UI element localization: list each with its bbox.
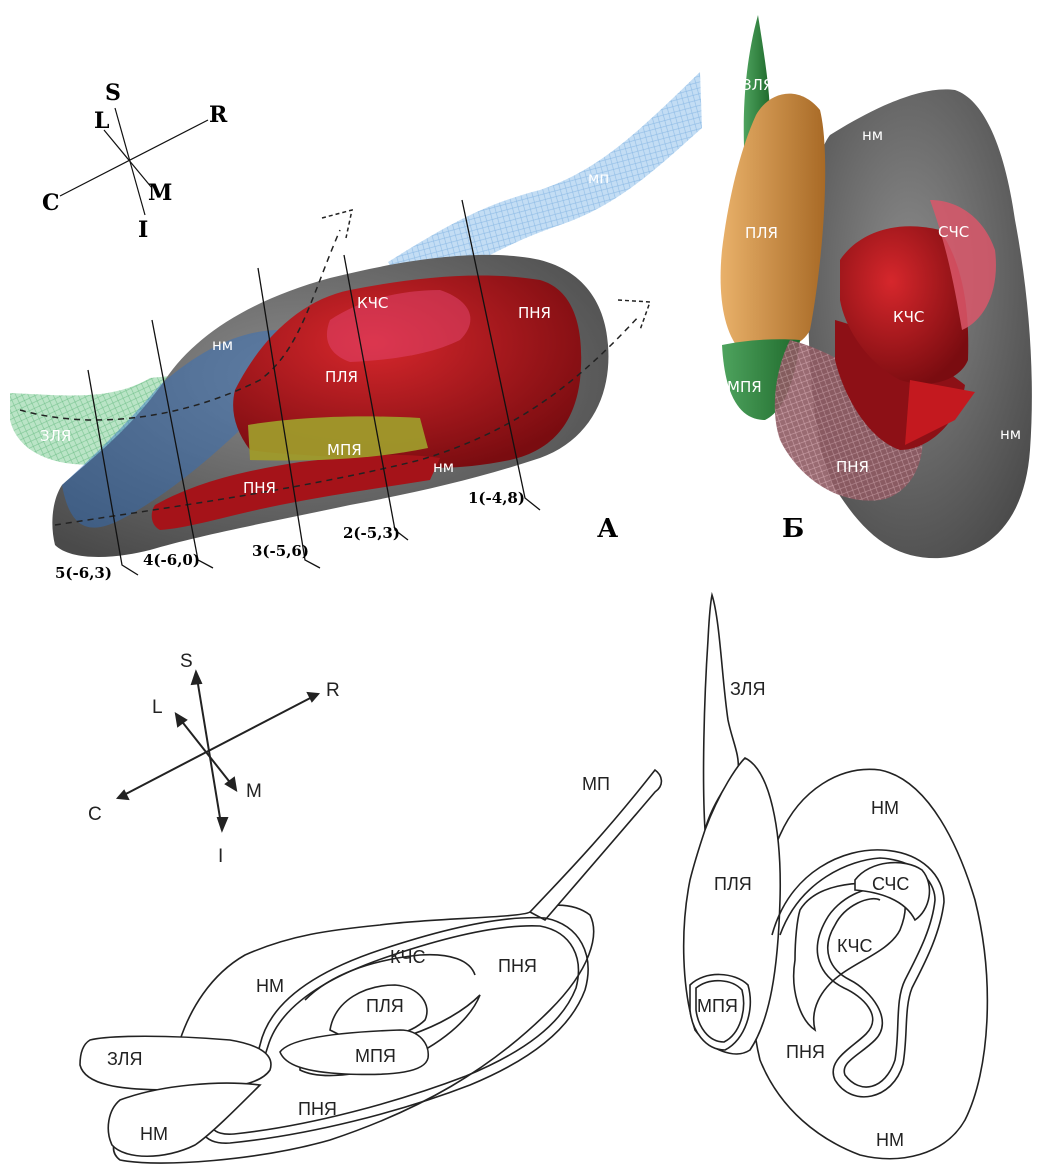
dir-s-i: I — [218, 846, 223, 867]
scheme-b: ЗЛЯ НМ ПЛЯ СЧС КЧС МПЯ ПНЯ НМ — [684, 595, 988, 1159]
section-label-4: 4(-6,0) — [143, 551, 200, 569]
scheme-b-label-nm-top: НМ — [871, 798, 899, 818]
scheme-label-mpya: МПЯ — [355, 1046, 396, 1066]
section-label-5: 5(-6,3) — [55, 564, 112, 582]
render-a: мп нм КЧС ПНЯ ПЛЯ МПЯ ПНЯ нм ЗЛЯ 1(-4,8)… — [10, 72, 702, 582]
scheme-label-nm-bottom: НМ — [140, 1124, 168, 1144]
dir-s-s: S — [180, 651, 193, 672]
panel-label-a: А — [597, 514, 618, 544]
dir-a-r: R — [209, 102, 228, 128]
dir-s-l: L — [152, 697, 163, 718]
scheme-b-label-pnya: ПНЯ — [786, 1042, 825, 1062]
scheme-label-zlya: ЗЛЯ — [107, 1049, 142, 1069]
dir-a-c: C — [42, 190, 60, 216]
label-b-pnya: ПНЯ — [836, 458, 869, 476]
label-zlya: ЗЛЯ — [40, 427, 71, 445]
dir-s-c: C — [88, 804, 102, 825]
label-kchs: КЧС — [357, 294, 388, 312]
scheme-label-pnya-bottom: ПНЯ — [298, 1099, 337, 1119]
scheme-label-plya: ПЛЯ — [366, 996, 404, 1016]
label-pnya-top: ПНЯ — [518, 304, 551, 322]
label-pnya-bottom: ПНЯ — [243, 479, 276, 497]
arrow-head-1 — [322, 210, 352, 238]
section-label-3: 3(-5,6) — [252, 542, 309, 560]
section-label-1: 1(-4,8) — [468, 489, 525, 507]
label-plya: ПЛЯ — [325, 368, 358, 386]
dir-s-r: R — [326, 680, 340, 701]
scheme-a: S L R C M I МП НМ КЧС ПНЯ ПЛЯ МПЯ ЗЛЯ ПН… — [80, 651, 661, 1163]
direction-indicator-a: S L R C M I — [42, 80, 228, 243]
label-b-plya: ПЛЯ — [745, 224, 778, 242]
label-b-zlya: ЗЛЯ — [742, 76, 773, 94]
dir-a-s: S — [105, 80, 121, 106]
scheme-b-label-zlya: ЗЛЯ — [730, 679, 765, 699]
render-b: ЗЛЯ нм ПЛЯ СЧС КЧС МПЯ ПНЯ нм Б — [721, 15, 1032, 558]
label-nm-bottom: нм — [433, 458, 454, 476]
scheme-label-nm-top: НМ — [256, 976, 284, 996]
scheme-b-label-nm-bottom: НМ — [876, 1130, 904, 1150]
scheme-label-pnya-top: ПНЯ — [498, 956, 537, 976]
panel-label-b: Б — [782, 514, 804, 544]
scheme-label-mp: МП — [582, 774, 610, 794]
scheme-label-kchs: КЧС — [390, 947, 425, 967]
dir-a-l: L — [94, 108, 109, 134]
label-b-nm-right: нм — [1000, 425, 1021, 443]
label-b-kchs: КЧС — [893, 308, 924, 326]
label-b-mpya: МПЯ — [727, 378, 762, 396]
label-mp: мп — [588, 169, 609, 187]
direction-indicator-scheme — [118, 672, 318, 830]
dir-a-i: I — [138, 217, 148, 243]
label-b-nm-top: нм — [862, 126, 883, 144]
label-mpya: МПЯ — [327, 441, 362, 459]
section-label-2: 2(-5,3) — [343, 524, 400, 542]
label-b-schs: СЧС — [938, 223, 969, 241]
label-nm-top: нм — [212, 336, 233, 354]
dir-a-m: M — [148, 180, 172, 206]
scheme-b-label-schs: СЧС — [872, 874, 909, 894]
plya-orange-b — [721, 94, 826, 352]
scheme-b-label-plya: ПЛЯ — [714, 874, 752, 894]
scheme-b-label-kchs: КЧС — [837, 936, 872, 956]
dir-s-m: M — [246, 781, 262, 802]
scheme-b-label-mpya: МПЯ — [697, 996, 738, 1016]
scheme-b-nm-outer — [752, 769, 988, 1158]
arrow-head-2 — [618, 300, 650, 330]
